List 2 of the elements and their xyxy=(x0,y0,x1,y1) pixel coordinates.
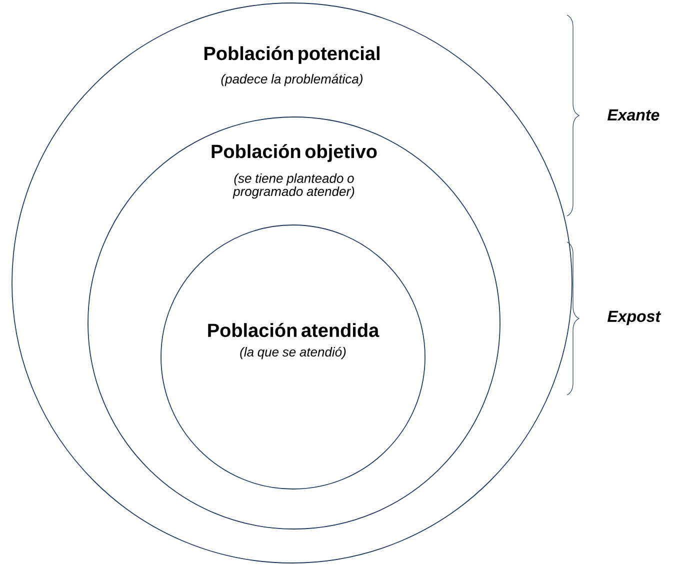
brace-label: Exante xyxy=(608,109,660,121)
brace-label: Expost xyxy=(608,310,662,326)
